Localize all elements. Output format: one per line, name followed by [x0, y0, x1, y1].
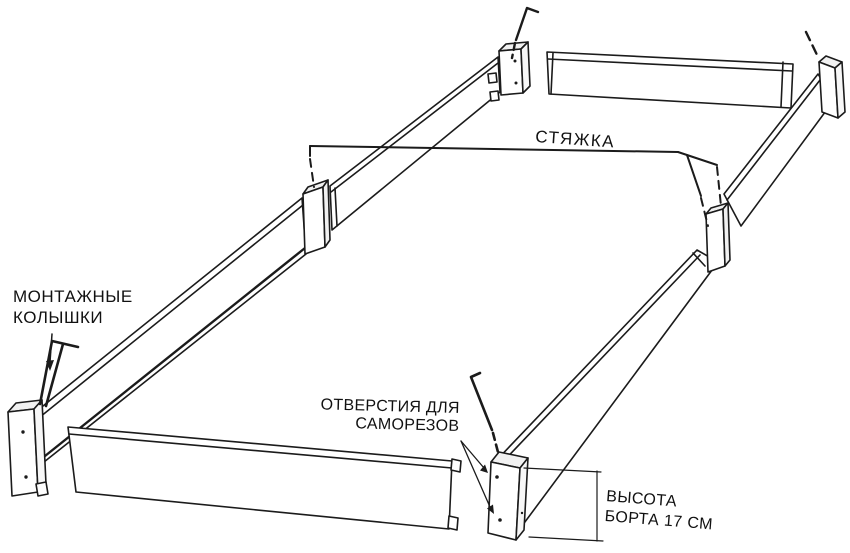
screw-hole	[21, 430, 25, 434]
right-rail-near-plank-top-line	[496, 255, 700, 469]
near-left-corner-post	[8, 400, 48, 496]
back-board-left-endcap	[551, 53, 553, 94]
height-dimension-lines	[524, 468, 603, 541]
tie-rod	[310, 146, 721, 226]
right-side-rail	[492, 74, 834, 534]
near-right-corner-post	[488, 452, 528, 540]
left-rail-near-plank	[38, 198, 306, 462]
peg-wire-dashed	[493, 433, 499, 456]
front-board-tab-upper	[451, 459, 461, 472]
left-rail-far-plank-endcap	[335, 188, 337, 226]
left-rail-far-plank	[330, 57, 500, 230]
plate-side-face	[723, 203, 730, 266]
post-side-face	[516, 458, 528, 540]
peg-wire-dashed	[806, 32, 819, 59]
post-front-face	[488, 462, 520, 540]
front-board-tab-lower	[448, 516, 458, 530]
screw-hole	[495, 475, 499, 479]
peg-wire	[516, 8, 538, 40]
pegs-label-line2: КОЛЫШКИ	[13, 308, 104, 327]
mounting-peg-far-right	[806, 32, 819, 59]
back-board-right-endcap	[781, 62, 783, 107]
tie-rod-line	[310, 146, 678, 152]
screw-hole	[514, 81, 518, 85]
peg-label-arrow	[46, 334, 54, 371]
dimension-extension-top	[524, 468, 601, 472]
post-front-face	[8, 409, 38, 496]
left-side-rail	[38, 57, 500, 462]
left-rail-near-plank-top-line	[40, 205, 303, 417]
tie-right-hook-dashed	[717, 167, 721, 206]
screw-hole	[513, 59, 517, 63]
tie-right-hook	[678, 152, 717, 165]
screw-hole	[24, 475, 28, 479]
plate-front-face	[706, 209, 725, 272]
board-height-label: ВЫСОТА БОРТА 17 СМ	[604, 487, 715, 535]
mounting-peg-far-left	[512, 8, 538, 58]
front-end-board	[68, 427, 461, 530]
right-mid-connector-plate	[706, 203, 730, 272]
dimension-extension-bottom	[529, 537, 603, 541]
tie-right-hook	[687, 155, 701, 196]
post-side-face	[835, 62, 845, 118]
pegs-label-line1: МОНТАЖНЫЕ	[13, 287, 133, 306]
left-rail-far-plank-top-line	[331, 63, 498, 192]
tie-left-hook-dashed	[310, 159, 314, 187]
post-side-face	[521, 42, 530, 93]
left-rail-far-plank-tab-upper	[488, 73, 497, 83]
peg-wire-dashed	[512, 43, 515, 58]
mounting-pegs-label: МОНТАЖНЫЕ КОЛЫШКИ	[13, 286, 133, 328]
left-rail-far-plank-tab-lower	[490, 91, 499, 101]
plate-front-face	[303, 187, 325, 254]
front-board-face	[68, 427, 452, 529]
screw-holes-label: ОТВЕРСТИЯ ДЛЯ САМОРЕЗОВ	[299, 396, 460, 436]
arrow-line	[461, 441, 484, 468]
arrow-head	[480, 464, 488, 473]
screw-hole	[498, 518, 502, 522]
holes-label-arrows	[461, 441, 494, 514]
mounting-peg-near-right	[471, 373, 499, 456]
back-board-top-edge	[548, 59, 792, 71]
left-rail-near-plank-bottom-line	[45, 248, 305, 456]
peg-wire	[46, 344, 63, 406]
back-end-board	[547, 52, 793, 108]
arrow-head	[487, 504, 494, 514]
front-board-top-edge	[69, 434, 452, 468]
plate-side-face	[323, 180, 330, 247]
arrow-line	[461, 441, 490, 507]
far-right-corner-post	[819, 56, 845, 118]
peg-wire	[471, 373, 492, 430]
arrow-head	[46, 360, 54, 371]
tie-right-hook-dashed	[701, 198, 708, 226]
post-foot-tab	[36, 482, 48, 496]
right-rail-far-plank-top-line	[727, 80, 820, 200]
post-front-face	[499, 49, 523, 95]
left-mid-connector-plate	[303, 180, 330, 254]
arrow-line	[50, 334, 52, 362]
right-rail-near-plank-endcap	[693, 253, 705, 266]
screw-hole	[520, 511, 524, 515]
